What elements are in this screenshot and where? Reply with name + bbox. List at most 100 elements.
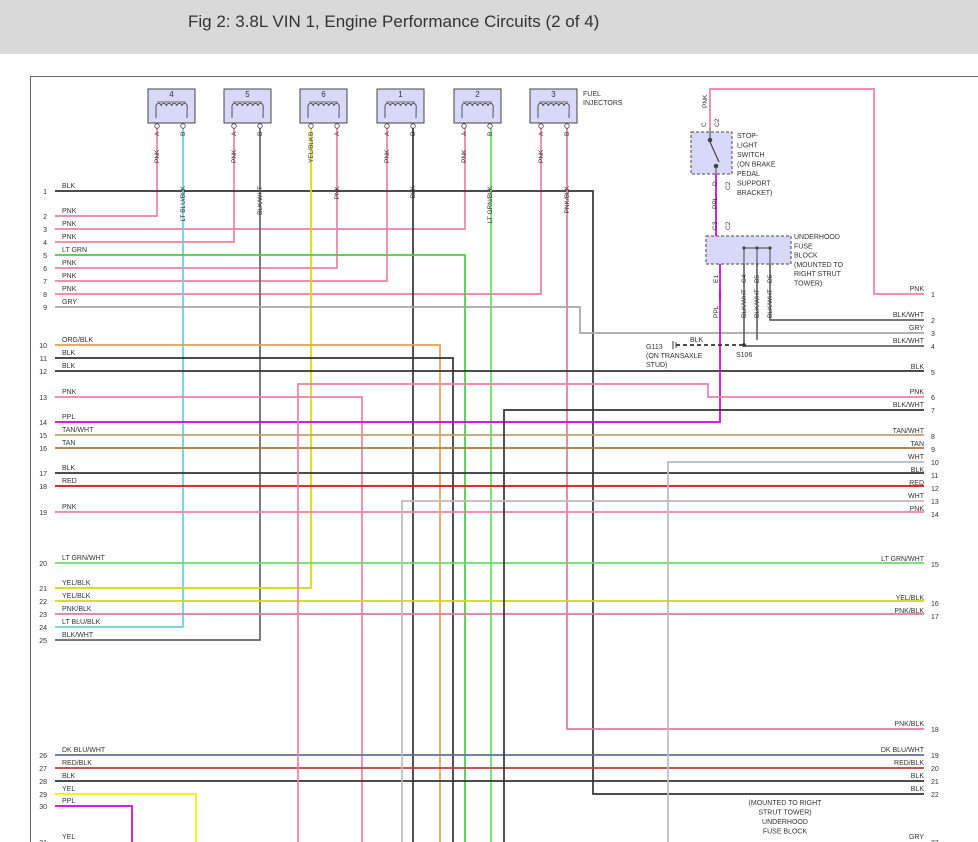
left-pin-number: 10 [39,343,47,350]
injector-pin-label: B [257,132,264,136]
right-pin-number: 4 [931,344,935,351]
right-pin-number: 1 [931,292,935,299]
right-pin-number: 5 [931,370,935,377]
terminal-icon [487,123,493,129]
left-pin-number: 24 [39,625,47,632]
coil-icon [231,103,264,119]
left-pin-number: 16 [39,446,47,453]
injector-pin-label: A [384,131,391,136]
right-pin-number: 21 [931,779,939,786]
splice-dot-icon [768,246,772,250]
wire-injector1-pnk [55,128,388,282]
wire-blk-1 [55,190,924,795]
wire-blk-wht-inj5 [55,128,261,641]
fuse-wire-label: BLK/WHT [754,289,761,318]
coil-icon [461,103,494,119]
left-pin-number: 19 [39,510,47,517]
wire-pnk-r6 [297,383,924,842]
injector-pin-label: A [461,131,468,136]
injector-wire-label: PNK [231,149,238,163]
right-pin-number: 13 [931,499,939,506]
left-pin-label: YEL/BLK [62,593,91,600]
fuse-block-label: FUSE [794,243,813,250]
left-pin-label: PNK [62,208,77,215]
left-pin-label: PPL [62,798,75,805]
fuel-injectors-label: FUEL [583,91,601,98]
left-pin-number: 27 [39,766,47,773]
fuse-block-location-note: FUSE BLOCK [763,829,808,836]
underhood-fuse-block [705,235,792,265]
left-pin-label: BLK [62,465,76,472]
left-pin-number: 7 [43,279,47,286]
right-pin-label: TAN [911,441,924,448]
coil-icon [155,103,188,119]
stoplight-switch-label: (ON BRAKE [737,162,776,169]
left-pin-number: 14 [39,420,47,427]
injector-number: 3 [551,90,556,99]
left-pin-label: TAN [62,440,75,447]
stoplight-switch-label: PEDAL [737,171,760,178]
injector-pin-label: A [231,131,238,136]
right-pin-number: 8 [931,434,935,441]
left-pin-number: 20 [39,561,47,568]
switch-wire-label: PNK [702,94,709,108]
wire-pnk-r1 [709,88,924,295]
wire-wht-r10 [667,461,924,842]
wire-blk-wht-d5 [769,264,924,321]
left-pin-number: 3 [43,227,47,234]
diagram-border [30,76,978,842]
wire-ppl-14 [55,290,721,423]
injector-wire-label: LT GRN/BLK [487,185,494,223]
fuse-block-location-note: STRUT TOWER) [758,810,811,817]
fuse-pin-label: E1 [713,275,720,283]
injector-number: 1 [398,90,403,99]
terminal-icon [154,123,160,129]
coil-icon [537,103,570,119]
fuse-wire-label: BLK/WHT [741,289,748,318]
wire-blk-11 [55,357,454,842]
ground-id-label: G113 [646,344,663,351]
injector-wire-label: PNK [334,185,341,199]
right-pin-number: 15 [931,562,939,569]
wire-wht-r13 [401,500,924,842]
switch-contact-icon [713,163,719,169]
injector-wire-label: PNK [384,149,391,163]
right-pin-label: TAN/WHT [893,428,925,435]
coil-icon [384,103,417,119]
injector-wire-label: BLK [410,185,417,198]
left-pin-label: BLK [62,773,76,780]
component-layer [30,76,978,842]
left-pin-label: LT BLU/BLK [62,619,101,626]
left-pin-number: 9 [43,305,47,312]
left-pin-number: 29 [39,792,47,799]
splice-dot-icon [755,246,759,250]
injector-pin-label: B [308,132,315,136]
terminal-icon [384,123,390,129]
injector-number: 4 [169,90,174,99]
left-pin-number: 15 [39,433,47,440]
injector-number: 5 [245,90,250,99]
injector-pin-label: B [410,132,417,136]
right-pin-label: BLK [911,467,925,474]
fuse-wire-label: PPL [713,305,720,318]
stoplight-switch-label: SWITCH [737,152,765,159]
left-pin-number: 11 [40,356,47,363]
right-pin-label: PNK/BLK [894,721,924,728]
left-pin-label: BLK/WHT [62,632,94,639]
terminal-icon [538,123,544,129]
right-pin-number: 3 [931,331,935,338]
injector-pin-label: A [154,131,161,136]
left-pin-number: 4 [43,240,47,247]
fuse-connector-label: C2 [725,221,732,230]
right-pin-number: 11 [931,473,938,480]
right-pin-label: GRY [909,325,924,332]
wire-yel-blk-inj6 [55,128,312,589]
wire-pnk-13 [55,396,363,842]
injector-pin-label: A [538,131,545,136]
left-pin-number: 21 [39,586,47,593]
right-pin-label: BLK [911,773,925,780]
fuse-block-label: RIGHT STRUT [794,271,842,278]
right-pin-number: 22 [931,792,939,799]
right-pin-label: BLK [911,364,925,371]
